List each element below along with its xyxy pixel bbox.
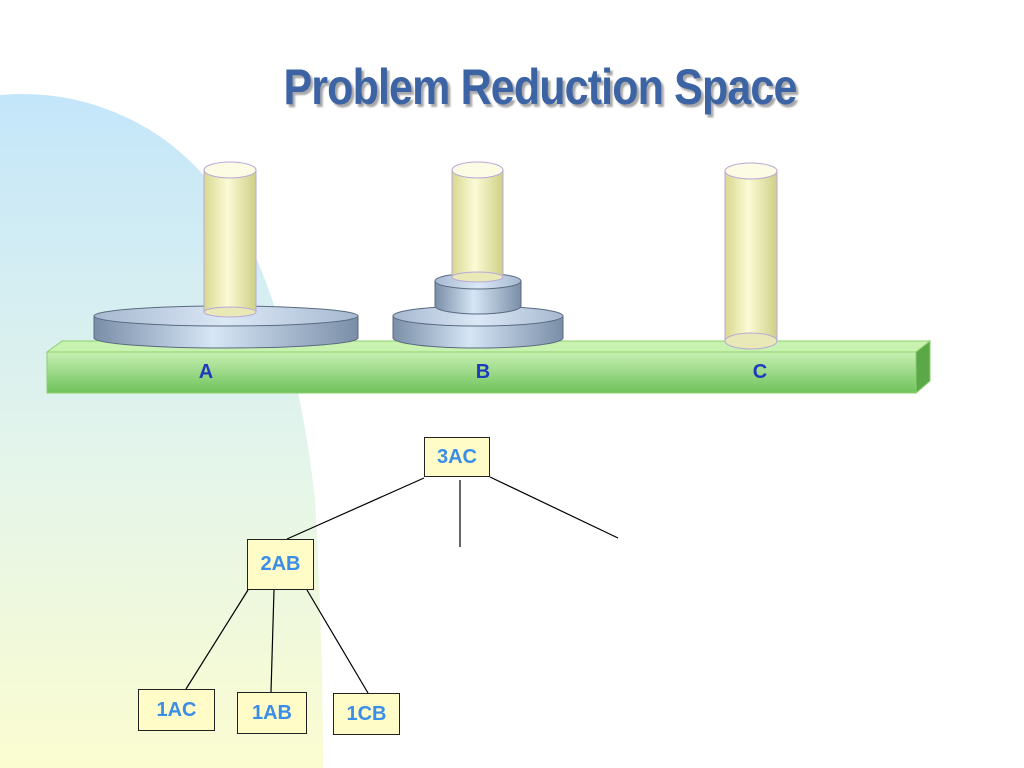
peg-b bbox=[392, 161, 564, 349]
peg-label-a: A bbox=[198, 361, 214, 383]
tree-node-child: 2AB bbox=[247, 539, 314, 590]
tree-node-root: 3AC bbox=[424, 437, 490, 477]
edge-2ab-1ac bbox=[185, 589, 249, 690]
edge-2ab-1ab bbox=[270, 589, 275, 693]
edge-2ab-1cb bbox=[306, 589, 369, 694]
page-title: Problem Reduction Space bbox=[283, 59, 797, 115]
peg-label-c: C bbox=[752, 361, 768, 383]
tree-node-leaf-1ab: 1AB bbox=[237, 692, 307, 734]
tree-edges bbox=[185, 476, 619, 694]
edge-3ac-2ab bbox=[286, 477, 425, 540]
tree-node-leaf-1cb: 1CB bbox=[333, 693, 400, 735]
peg-a bbox=[93, 161, 359, 349]
peg-label-b: B bbox=[475, 361, 491, 383]
edge-3ac-right bbox=[489, 476, 619, 539]
tree-node-leaf-1ac: 1AC bbox=[138, 689, 215, 731]
peg-c bbox=[724, 162, 778, 350]
disk-small bbox=[434, 280, 522, 315]
